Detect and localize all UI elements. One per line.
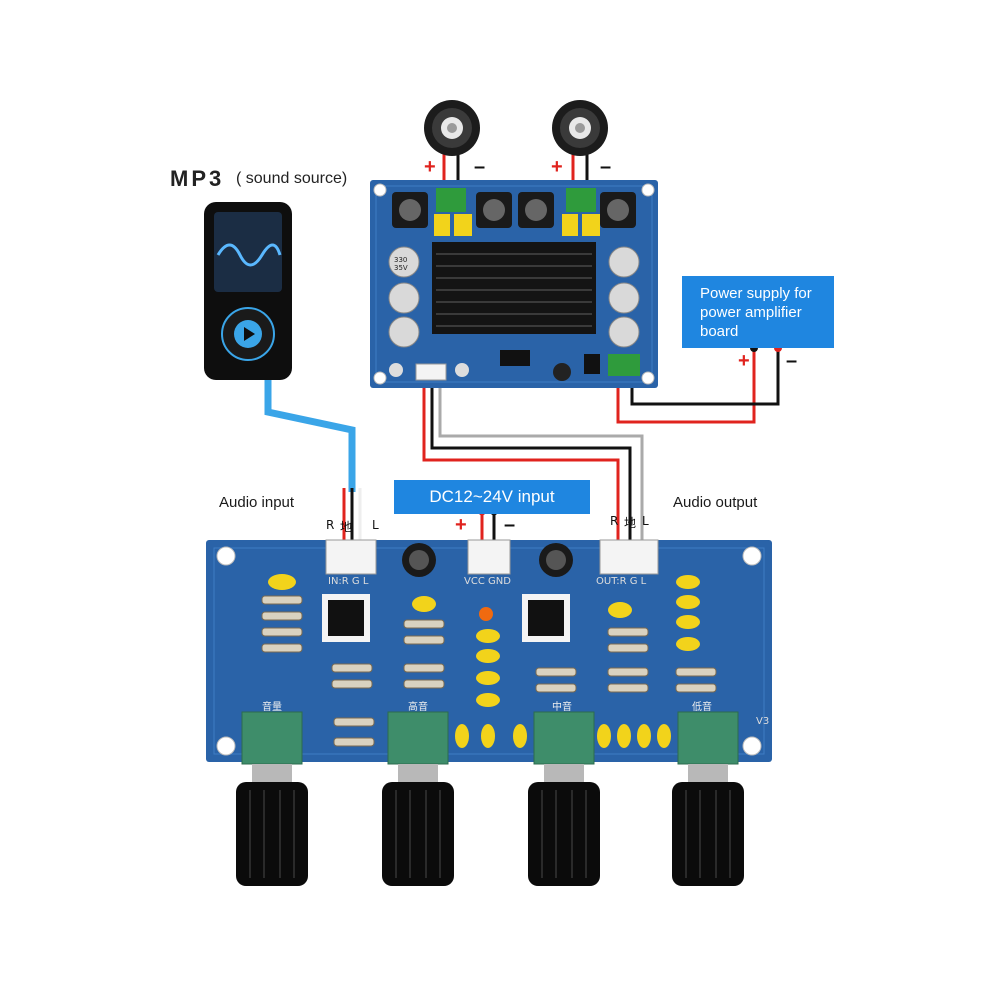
speaker-left-plus: +	[424, 156, 436, 178]
audio-input-label: Audio input	[219, 494, 295, 511]
out-gnd-label: 地	[624, 516, 637, 530]
mp3-player	[204, 202, 292, 380]
mp3-subtitle: ( sound source)	[236, 170, 348, 187]
silk-in-label: IN:R G L	[328, 576, 369, 587]
amplifier-board	[370, 180, 658, 388]
silk-mid: 中音	[552, 702, 572, 713]
speaker-right	[552, 100, 608, 156]
silk-bass: 低音	[692, 702, 712, 713]
audio-out-wire-l	[438, 380, 644, 548]
silk-version: V3	[756, 716, 770, 727]
psu-plus: +	[738, 350, 750, 372]
in-gnd-label: 地	[340, 520, 353, 534]
mp3-audio-cable	[264, 378, 356, 492]
knob-bass[interactable]	[672, 764, 744, 886]
silk-vcc-gnd: VCC GND	[464, 576, 511, 587]
speaker-right-minus: –	[600, 156, 612, 178]
out-l-label: L	[642, 514, 649, 528]
silk-out-label: OUT:R G L	[596, 576, 647, 587]
speaker-left	[424, 100, 480, 156]
audio-out-wire-r	[422, 380, 620, 548]
tone-board	[206, 539, 772, 765]
dc-minus: –	[504, 514, 516, 536]
psu-minus: –	[786, 350, 798, 372]
in-l-label: L	[372, 518, 379, 532]
cap-text: 330 35V	[394, 256, 408, 272]
in-r-label: R	[326, 518, 335, 532]
power-supply-line1: Power supply for	[700, 285, 812, 302]
silk-treble: 高音	[408, 702, 428, 713]
power-supply-line2: power amplifier	[700, 304, 802, 321]
silk-volume: 音量	[262, 702, 282, 713]
psu-wire-plus	[616, 348, 756, 424]
knob-treble[interactable]	[382, 764, 454, 886]
audio-output-label: Audio output	[673, 494, 758, 511]
power-supply-line3: board	[700, 323, 739, 340]
power-supply-label: Power supply for power amplifier board	[682, 276, 834, 348]
speaker-left-minus: –	[474, 156, 486, 178]
audio-out-wire-gnd	[430, 380, 632, 548]
out-r-label: R	[610, 514, 619, 528]
dc-plus: +	[455, 514, 467, 536]
mp3-title: MP3	[170, 166, 225, 191]
knob-volume[interactable]	[236, 764, 308, 886]
knob-mid[interactable]	[528, 764, 600, 886]
dc-input-label: DC12~24V input	[394, 480, 590, 514]
speaker-right-plus: +	[551, 156, 563, 178]
